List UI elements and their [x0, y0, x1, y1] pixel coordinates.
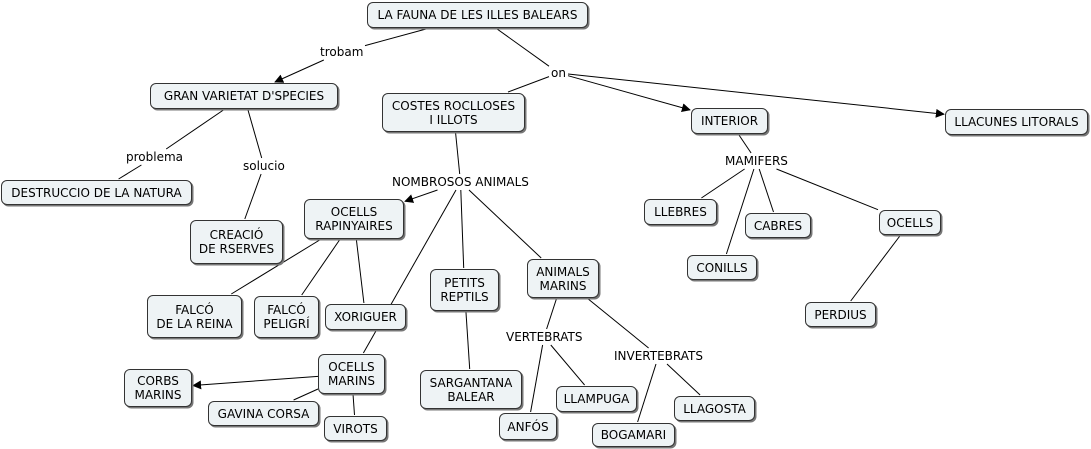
connector-title-on	[495, 27, 550, 67]
connector-on-interior	[567, 75, 691, 113]
llacunes-litorals-node[interactable]: LLACUNES LITORALS	[945, 109, 1088, 135]
connector-animals_marins-invertebrats	[586, 297, 649, 349]
link-label-vertebrats: VERTEBRATS	[505, 330, 584, 344]
connector-trobam-gran	[274, 59, 325, 83]
connector-gran-problema	[165, 108, 226, 150]
link-label-trobam: trobam	[319, 45, 365, 59]
anfos-node[interactable]: ANFÓS	[499, 413, 557, 440]
link-label-nombrosos-animals: NOMBROSOS ANIMALS	[391, 175, 530, 189]
gavina-corsa-node[interactable]: GAVINA CORSA	[208, 401, 319, 426]
connector-gran-solucio	[247, 108, 263, 159]
connector-invertebrats-bogamari	[637, 363, 657, 423]
perdius-node[interactable]: PERDIUS	[805, 302, 876, 327]
corbs-marins-node[interactable]: CORBS MARINS	[124, 369, 192, 407]
petits-reptils-node[interactable]: PETITS REPTILS	[430, 269, 499, 311]
connector-animals_marins-vertebrats	[546, 297, 558, 330]
connector-vertebrats-anfos	[530, 344, 544, 413]
xoriguer-node[interactable]: XORIGUER	[325, 304, 406, 330]
llagosta-node[interactable]: LLAGOSTA	[674, 396, 755, 421]
connector-solucio-creacio	[244, 173, 262, 220]
bogamari-node[interactable]: BOGAMARI	[592, 423, 675, 447]
title-node[interactable]: LA FAUNA DE LES ILLES BALEARS	[367, 2, 588, 28]
animals-marins-node[interactable]: ANIMALS MARINS	[527, 259, 599, 298]
connector-ocells-perdius	[850, 234, 901, 302]
connector-mamifers-ocells	[776, 168, 879, 211]
interior-node[interactable]: INTERIOR	[691, 108, 768, 134]
gran-varietat-node[interactable]: GRAN VARIETAT D'SPECIES	[150, 83, 338, 109]
connector-invertebrats-llagosta	[666, 363, 701, 396]
connector-ocells_rap-falco_reina	[231, 238, 322, 295]
connector-petits-sargantana	[465, 310, 471, 370]
llebres-node[interactable]: LLEBRES	[644, 199, 717, 225]
connector-ocells_marins-virots	[352, 393, 355, 416]
connector-problema-destruccio	[118, 164, 142, 180]
connector-on-costes	[507, 76, 550, 93]
falco-peligri-node[interactable]: FALCÓ PELIGRÍ	[254, 296, 319, 338]
virots-node[interactable]: VIROTS	[324, 416, 387, 441]
link-label-invertebrats: INVERTEBRATS	[613, 349, 704, 363]
creacio-reserves-node[interactable]: CREACIÓ DE RSERVES	[190, 220, 283, 264]
connector-ocells_marins-gavina	[293, 388, 319, 401]
connector-costes-nombrosos	[455, 131, 461, 175]
link-label-on: on	[550, 66, 567, 80]
connector-nombrosos-animals_marins	[468, 189, 542, 259]
sargantana-balear-node[interactable]: SARGANTANA BALEAR	[420, 370, 522, 409]
connector-ocells_marins-corbs	[192, 375, 319, 390]
connector-mamifers-cabres	[758, 168, 774, 213]
costes-rocalloses-node[interactable]: COSTES ROCLLOSES I ILLOTS	[382, 93, 525, 132]
link-label-problema: problema	[125, 150, 185, 164]
connector-ocells_rap-falco_peligri	[301, 238, 341, 296]
falco-reina-node[interactable]: FALCÓ DE LA REINA	[147, 295, 242, 338]
cabres-node[interactable]: CABRES	[745, 213, 811, 238]
connector-nombrosos-ocells_rap	[404, 189, 438, 203]
connector-mamifers-conills	[725, 168, 755, 255]
ocells-marins-node[interactable]: OCELLS MARINS	[318, 354, 385, 394]
llampuga-node[interactable]: LLAMPUGA	[556, 386, 637, 412]
connector-mamifers-llebres	[701, 168, 745, 199]
connector-nombrosos-petits	[460, 189, 465, 269]
connector-interior-mamifers	[737, 133, 752, 154]
destruccio-natura-node[interactable]: DESTRUCCIO DE LA NATURA	[1, 180, 192, 205]
connector-on-llacunes	[567, 73, 945, 118]
conills-node[interactable]: CONILLS	[687, 255, 757, 280]
connector-ocells_rap-xoriguer	[355, 238, 365, 304]
ocells-rapinyaires-node[interactable]: OCELLS RAPINYAIRES	[304, 199, 404, 239]
link-label-mamifers: MAMIFERS	[724, 154, 789, 168]
connector-title-trobam	[364, 27, 430, 47]
ocells-node[interactable]: OCELLS	[879, 210, 941, 235]
link-label-solucio: solucio	[242, 159, 286, 173]
connector-vertebrats-llampuga	[550, 344, 585, 386]
